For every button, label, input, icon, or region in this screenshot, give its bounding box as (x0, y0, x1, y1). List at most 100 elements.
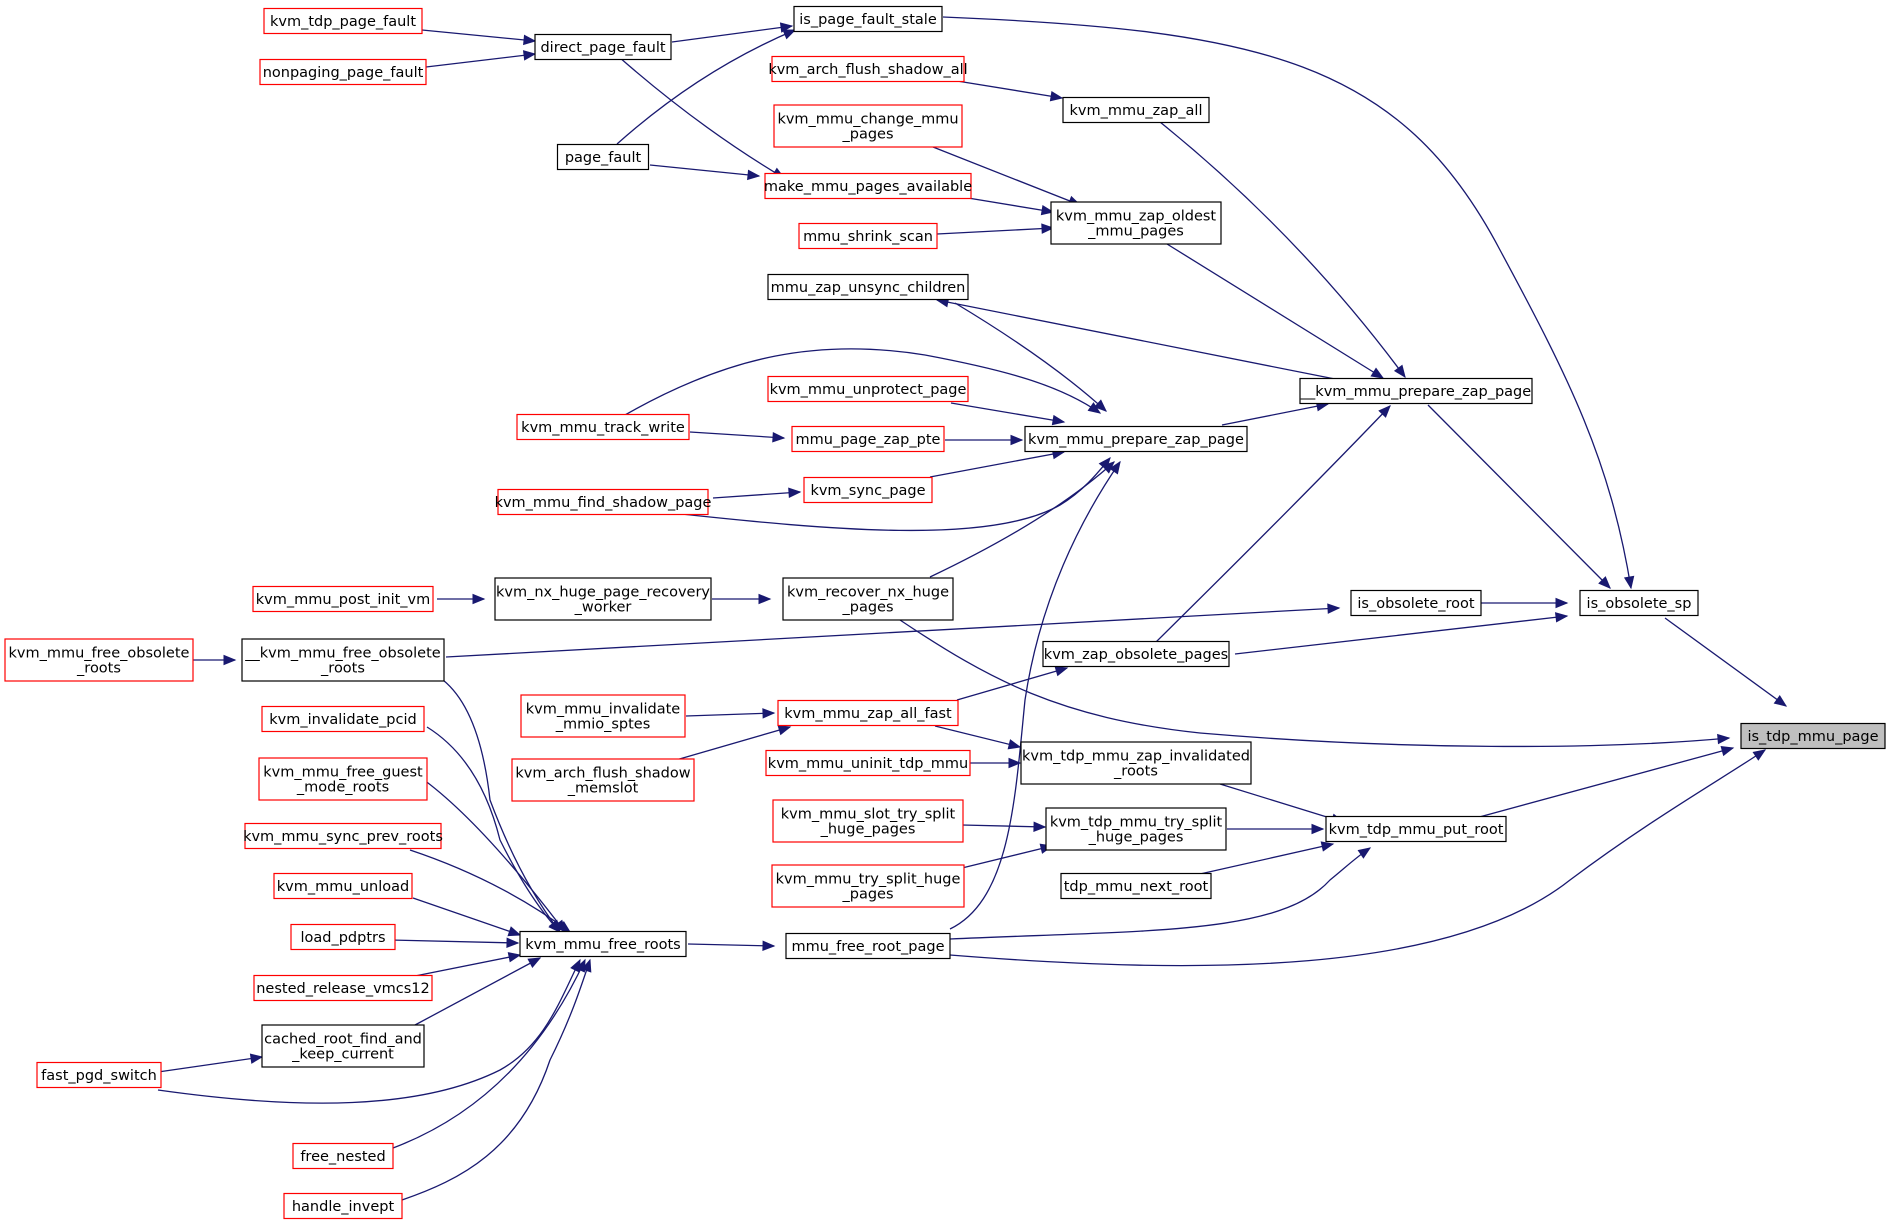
node-label: load_pdptrs (300, 930, 385, 946)
node-nested_release_vmcs12: nested_release_vmcs12 (253, 974, 433, 1002)
arrow-head (1370, 367, 1385, 379)
node-label: tdp_mmu_next_root (1064, 879, 1209, 895)
edge-fast_pgd_switch-to-kvm_mmu_free_roots (157, 959, 581, 1104)
node-box (283, 1192, 403, 1220)
arrow-head (507, 952, 522, 963)
node-box (785, 932, 951, 960)
node-__kvm_mmu_free_obsolete_roots: __kvm_mmu_free_obsolete_roots (241, 638, 445, 682)
node-box (1579, 589, 1699, 617)
edge-kvm_mmu_sync_prev_roots-to-kvm_mmu_free_roots (409, 849, 571, 933)
node-label: cached_root_find_and (264, 1032, 422, 1048)
node-box (1299, 377, 1533, 405)
node-free_nested: free_nested (292, 1142, 394, 1170)
node-box (556, 143, 650, 171)
node-label: kvm_mmu_try_split_huge (776, 872, 961, 888)
node-label: nested_release_vmcs12 (256, 981, 430, 997)
node-kvm_mmu_zap_all: kvm_mmu_zap_all (1062, 96, 1210, 124)
node-box (1045, 807, 1227, 851)
node-label: kvm_sync_page (810, 483, 925, 499)
node-cached_root_find_and_keep_current: cached_root_find_and_keep_current (261, 1024, 425, 1068)
edge-kvm_mmu_find_shadow_page-to-kvm_mmu_prepare_zap_page (671, 457, 1111, 532)
node-box (253, 974, 433, 1002)
edge-kvm_mmu_free_roots-to-mmu_free_root_page (687, 943, 775, 947)
edge-page_fault-to-is_page_fault_stale (616, 29, 796, 145)
node-direct_page_fault: direct_page_fault (534, 33, 672, 61)
node-is_tdp_mmu_page: is_tdp_mmu_page (1740, 722, 1886, 750)
node-box (771, 55, 965, 83)
arrow-head (1008, 757, 1022, 769)
arrow-head (1717, 733, 1731, 745)
node-label: handle_invept (292, 1199, 395, 1215)
edge-free_nested-to-kvm_mmu_free_roots (392, 959, 586, 1149)
node-kvm_mmu_slot_try_split_huge_pages: kvm_mmu_slot_try_split_huge_pages (772, 799, 964, 843)
node-box (261, 705, 425, 733)
node-box (1020, 741, 1252, 785)
node-kvm_tdp_mmu_put_root: kvm_tdp_mmu_put_root (1325, 815, 1507, 843)
node-label: mmu_free_root_page (791, 939, 944, 955)
edge-__kvm_mmu_free_obsolete_roots-to-kvm_mmu_free_roots (442, 679, 561, 933)
node-make_mmu_pages_available: make_mmu_pages_available (764, 172, 972, 200)
node-box (772, 799, 964, 843)
node-label: mmu_zap_unsync_children (771, 280, 966, 296)
node-label: _keep_current (291, 1047, 394, 1063)
arrow-head (527, 957, 542, 969)
node-box (258, 757, 428, 801)
arrow-head (1051, 414, 1066, 426)
node-box (290, 923, 396, 951)
node-box (241, 638, 445, 682)
node-box (765, 749, 971, 777)
edge-kvm_mmu_zap_all_fast-to-kvm_tdp_mmu_zap_invalidated_roots (934, 725, 1021, 748)
node-kvm_mmu_sync_prev_roots: kvm_mmu_sync_prev_roots (243, 822, 443, 850)
node-tdp_mmu_next_root: tdp_mmu_next_root (1060, 872, 1212, 900)
edge-kvm_mmu_track_write-to-kvm_mmu_prepare_zap_page (624, 348, 1101, 416)
node-box (273, 872, 413, 900)
node-kvm_recover_nx_huge_pages: kvm_recover_nx_huge_pages (782, 577, 954, 621)
node-label: _worker (574, 600, 632, 616)
edge-direct_page_fault-to-is_page_fault_stale (671, 25, 793, 43)
node-page_fault: page_fault (556, 143, 650, 171)
node-box (1350, 589, 1482, 617)
node-label: kvm_recover_nx_huge (787, 585, 949, 601)
edge-direct_page_fault-to-make_mmu_pages_available (618, 56, 785, 179)
edge-kvm_zap_obsolete_pages-to-is_obsolete_sp (1234, 615, 1568, 655)
arrow-head (772, 432, 786, 443)
node-label: _huge_pages (820, 822, 916, 838)
node-label: kvm_mmu_prepare_zap_page (1028, 432, 1244, 448)
node-box (519, 930, 687, 958)
node-box (767, 273, 969, 301)
node-label: _mode_roots (296, 780, 389, 796)
nodes-layer: kvm_tdp_page_fault nonpaging_page_fault … (4, 5, 1886, 1220)
edge-kvm_sync_page-to-kvm_mmu_prepare_zap_page (929, 451, 1065, 478)
node-box (791, 425, 945, 453)
node-kvm_invalidate_pcid: kvm_invalidate_pcid (261, 705, 425, 733)
arrow-head (758, 593, 772, 605)
node-kvm_mmu_unprotect_page: kvm_mmu_unprotect_page (767, 375, 969, 403)
node-box (1060, 872, 1212, 900)
arrow-head (506, 937, 520, 948)
node-kvm_mmu_prepare_zap_page: kvm_mmu_prepare_zap_page (1024, 425, 1248, 453)
edge-kvm_mmu_prepare_zap_page-to-__kvm_mmu_prepare_zap_page (1221, 403, 1329, 426)
node-label: _pages (841, 887, 893, 903)
edge-kvm_mmu_try_split_huge_pages-to-kvm_tdp_mmu_try_split_huge_pages (961, 845, 1053, 869)
arrow-head (223, 654, 237, 666)
arrow-head (1773, 694, 1788, 707)
node-label: kvm_mmu_unload (277, 879, 409, 895)
arrow-head (1357, 847, 1372, 859)
node-box (1062, 96, 1210, 124)
edge-make_mmu_pages_available-to-kvm_mmu_zap_oldest_mmu_pages (967, 197, 1054, 213)
node-box (520, 694, 686, 738)
edge-mmu_free_root_page-to-is_tdp_mmu_page (949, 749, 1766, 967)
node-box (252, 585, 434, 613)
node-label: free_nested (300, 1149, 385, 1165)
edge-mmu_free_root_page-to-kvm_mmu_prepare_zap_page (949, 461, 1121, 930)
edge-tdp_mmu_next_root-to-kvm_tdp_mmu_put_root (1199, 843, 1334, 875)
node-box (798, 222, 938, 250)
node-is_obsolete_sp: is_obsolete_sp (1579, 589, 1699, 617)
node-label: kvm_mmu_free_guest (263, 765, 423, 781)
node-box (1050, 201, 1222, 245)
node-kvm_arch_flush_shadow_memslot: kvm_arch_flush_shadow_memslot (511, 758, 695, 802)
node-label: kvm_arch_flush_shadow (515, 766, 690, 782)
node-label: kvm_mmu_sync_prev_roots (243, 829, 443, 845)
node-box (771, 864, 965, 908)
